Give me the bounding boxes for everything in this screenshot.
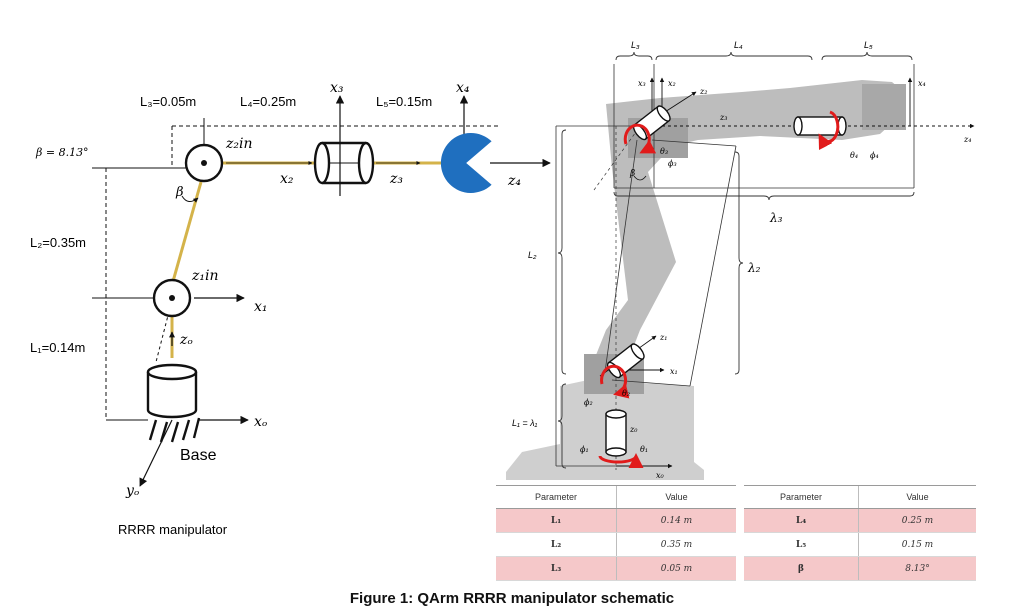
right-labels: L₃ L₄ L₅ L₂ L₁ = λ₁ λ₂ λ₃ x₃ x₂ z₂ z₃ x₄… bbox=[512, 40, 971, 480]
rlabel-theta1: θ₁ bbox=[640, 445, 648, 454]
label-z3: z₃ bbox=[389, 171, 403, 187]
rlabel-l2: L₂ bbox=[528, 250, 537, 260]
rotation-phi4 bbox=[818, 110, 840, 151]
label-z2in: z₂in bbox=[225, 136, 252, 152]
table-row: L₁ 0.14 m bbox=[496, 508, 736, 533]
rlabel-x1: x₁ bbox=[670, 367, 678, 376]
label-z4: z₄ bbox=[507, 173, 521, 189]
header-value: Value bbox=[858, 485, 976, 509]
label-beta: β bbox=[175, 185, 184, 200]
label-base: Base bbox=[180, 447, 217, 464]
value-cell: 0.25 m bbox=[858, 508, 976, 533]
link-projection bbox=[155, 299, 173, 363]
robot-photo-silhouette bbox=[506, 80, 906, 480]
rlabel-z3: z₃ bbox=[719, 113, 727, 122]
param-cell: L₄ bbox=[744, 508, 859, 533]
rlabel-z0: z₀ bbox=[629, 425, 638, 434]
rlabel-beta: β bbox=[629, 169, 635, 179]
table-row: L₄ 0.25 m bbox=[744, 508, 976, 533]
label-x4: x₄ bbox=[456, 80, 470, 96]
rotation-phi2 bbox=[600, 364, 630, 399]
rotation-arrows bbox=[598, 110, 840, 469]
figure-caption: Figure 1: QArm RRRR manipulator schemati… bbox=[349, 590, 675, 607]
param-cell: L₅ bbox=[744, 532, 859, 557]
value-cell: 0.05 m bbox=[616, 556, 736, 581]
joint3-cylinder bbox=[313, 141, 375, 185]
label-l2: L₂=0.35m bbox=[30, 235, 86, 250]
rlabel-x3: x₃ bbox=[638, 79, 646, 88]
rlabel-theta4: θ₄ bbox=[850, 151, 858, 160]
table-row: L₂ 0.35 m bbox=[496, 532, 736, 557]
rlabel-phi2: ϕ₂ bbox=[584, 398, 593, 407]
rotation-phi1 bbox=[598, 453, 644, 469]
rlabel-l3: L₃ bbox=[631, 40, 640, 50]
header-parameter: Parameter bbox=[496, 485, 617, 509]
label-xo: xₒ bbox=[254, 414, 267, 430]
right-joint-base bbox=[605, 409, 627, 457]
label-l1: L₁=0.14m bbox=[30, 340, 85, 355]
rlabel-z4: z₄ bbox=[963, 135, 971, 144]
label-zo: zₒ bbox=[179, 332, 193, 348]
rlabel-x0: x₀ bbox=[656, 471, 665, 480]
label-beta-value: β = 8.13° bbox=[35, 146, 89, 159]
param-cell: L₃ bbox=[496, 556, 617, 581]
rlabel-x4: x₄ bbox=[918, 79, 926, 88]
rlabel-theta2: θ₂ bbox=[622, 389, 630, 398]
header-parameter: Parameter bbox=[744, 485, 859, 509]
value-cell: 8.13° bbox=[858, 556, 976, 581]
table-row: L₃ 0.05 m bbox=[496, 556, 736, 581]
rlabel-z2: z₂ bbox=[699, 87, 707, 96]
rlabel-x2: x₂ bbox=[668, 79, 676, 88]
rlabel-phi3: ϕ₃ bbox=[668, 159, 677, 168]
rlabel-l5: L₅ bbox=[864, 40, 873, 50]
value-cell: 0.14 m bbox=[616, 508, 736, 533]
rotation-phi3 bbox=[623, 123, 657, 154]
param-cell: L₂ bbox=[496, 532, 617, 557]
label-l5: L₅=0.15m bbox=[376, 94, 432, 109]
table-row: L₅ 0.15 m bbox=[744, 532, 976, 557]
label-x1: x₁ bbox=[254, 299, 268, 315]
yo-axis-arrow bbox=[139, 419, 173, 487]
label-l4: L₄=0.25m bbox=[240, 94, 296, 109]
label-x3: x₃ bbox=[330, 80, 344, 96]
label-l3: L₃=0.05m bbox=[140, 94, 196, 109]
table-header-row: Parameter Value bbox=[496, 485, 736, 509]
rlabel-l1: L₁ = λ₁ bbox=[512, 418, 538, 428]
rlabel-l4: L₄ bbox=[734, 40, 743, 50]
label-z1in: z₁in bbox=[191, 268, 218, 284]
param-cell: β bbox=[744, 556, 859, 581]
header-value: Value bbox=[616, 485, 736, 509]
right-beta-arc bbox=[633, 175, 647, 181]
left-labels: L₃=0.05m L₄=0.25m L₅=0.15m L₂=0.35m L₁=0… bbox=[30, 80, 521, 537]
rlabel-lambda3: λ₃ bbox=[769, 211, 783, 225]
rlabel-phi1: ϕ₁ bbox=[580, 445, 589, 454]
joint2-revolute bbox=[184, 143, 224, 183]
table-header-row: Parameter Value bbox=[744, 485, 976, 509]
left-schematic bbox=[92, 95, 551, 487]
diagram-title: RRRR manipulator bbox=[118, 522, 228, 537]
joint1-revolute bbox=[152, 278, 192, 318]
beta-angle-arc bbox=[181, 195, 199, 203]
param-cell: L₁ bbox=[496, 508, 617, 533]
parameter-table-right: Parameter Value L₄ 0.25 m L₅ 0.15 m β 8.… bbox=[744, 485, 976, 581]
label-x2: x₂ bbox=[280, 171, 294, 187]
value-cell: 0.15 m bbox=[858, 532, 976, 557]
base-cylinder bbox=[146, 363, 201, 443]
end-effector-gripper bbox=[440, 133, 492, 194]
table-row: β 8.13° bbox=[744, 556, 976, 581]
value-cell: 0.35 m bbox=[616, 532, 736, 557]
rlabel-theta3: θ₃ bbox=[660, 147, 668, 156]
dimension-braces bbox=[557, 51, 915, 469]
rlabel-z1: z₁ bbox=[659, 333, 667, 342]
rlabel-phi4: ϕ₄ bbox=[870, 151, 879, 160]
right-schematic bbox=[506, 51, 975, 480]
label-yo: yₒ bbox=[125, 483, 139, 499]
rlabel-lambda2: λ₂ bbox=[747, 261, 761, 275]
parameter-table-left: Parameter Value L₁ 0.14 m L₂ 0.35 m L₃ 0… bbox=[496, 485, 736, 581]
